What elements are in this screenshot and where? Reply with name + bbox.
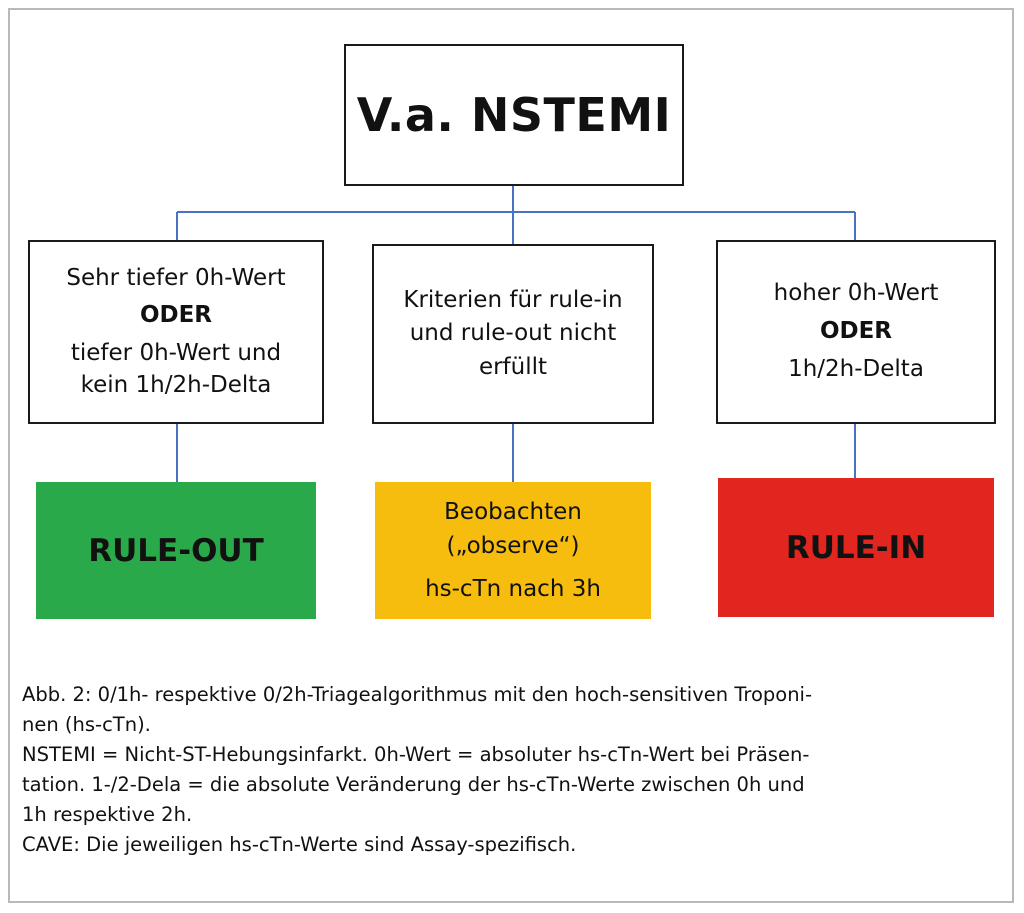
result-observe-line: („observe“) xyxy=(446,533,580,560)
criteria-oder: ODER xyxy=(819,318,893,345)
diagram-title: V.a. NSTEMI xyxy=(356,88,672,142)
figure-frame xyxy=(8,8,1014,903)
criteria-box-observe: Kriterien für rule-in und rule-out nicht… xyxy=(372,244,654,424)
result-rule-out-label: RULE-OUT xyxy=(88,532,264,569)
caption-line: tation. 1-/2-Dela = die absolute Verände… xyxy=(22,773,805,796)
result-observe-line: Beobachten xyxy=(444,498,582,525)
title-box: V.a. NSTEMI xyxy=(344,44,684,186)
result-rule-in-label: RULE-IN xyxy=(785,529,927,566)
caption-line: 1h respektive 2h. xyxy=(22,803,193,826)
figure-caption: Abb. 2: 0/1h- respektive 0/2h-Triagealgo… xyxy=(22,680,1002,860)
caption-line: CAVE: Die jeweiligen hs-cTn-Werte sind A… xyxy=(22,833,577,856)
criteria-line: Sehr tiefer 0h-Wert xyxy=(66,264,286,291)
criteria-line: Kriterien für rule-in xyxy=(403,286,623,313)
criteria-line: hoher 0h-Wert xyxy=(773,280,939,307)
criteria-oder: ODER xyxy=(139,302,213,329)
criteria-line: kein 1h/2h-Delta xyxy=(80,371,272,398)
criteria-box-rule-out: Sehr tiefer 0h-Wert ODER tiefer 0h-Wert … xyxy=(28,240,324,424)
result-box-rule-out: RULE-OUT xyxy=(36,482,316,619)
caption-line: Abb. 2: 0/1h- respektive 0/2h-Triagealgo… xyxy=(22,683,813,706)
criteria-line: und rule-out nicht xyxy=(409,320,617,347)
criteria-box-rule-in: hoher 0h-Wert ODER 1h/2h-Delta xyxy=(716,240,996,424)
criteria-line: 1h/2h-Delta xyxy=(788,355,924,382)
caption-line: nen (hs-cTn). xyxy=(22,713,151,736)
result-box-observe: Beobachten („observe“) hs-cTn nach 3h xyxy=(375,482,651,619)
result-observe-line: hs-cTn nach 3h xyxy=(425,575,601,602)
criteria-line: tiefer 0h-Wert und xyxy=(70,340,282,366)
criteria-line: erfüllt xyxy=(478,353,548,380)
result-box-rule-in: RULE-IN xyxy=(718,478,994,617)
caption-line: NSTEMI = Nicht-ST-Hebungsinfarkt. 0h-Wer… xyxy=(22,743,810,766)
